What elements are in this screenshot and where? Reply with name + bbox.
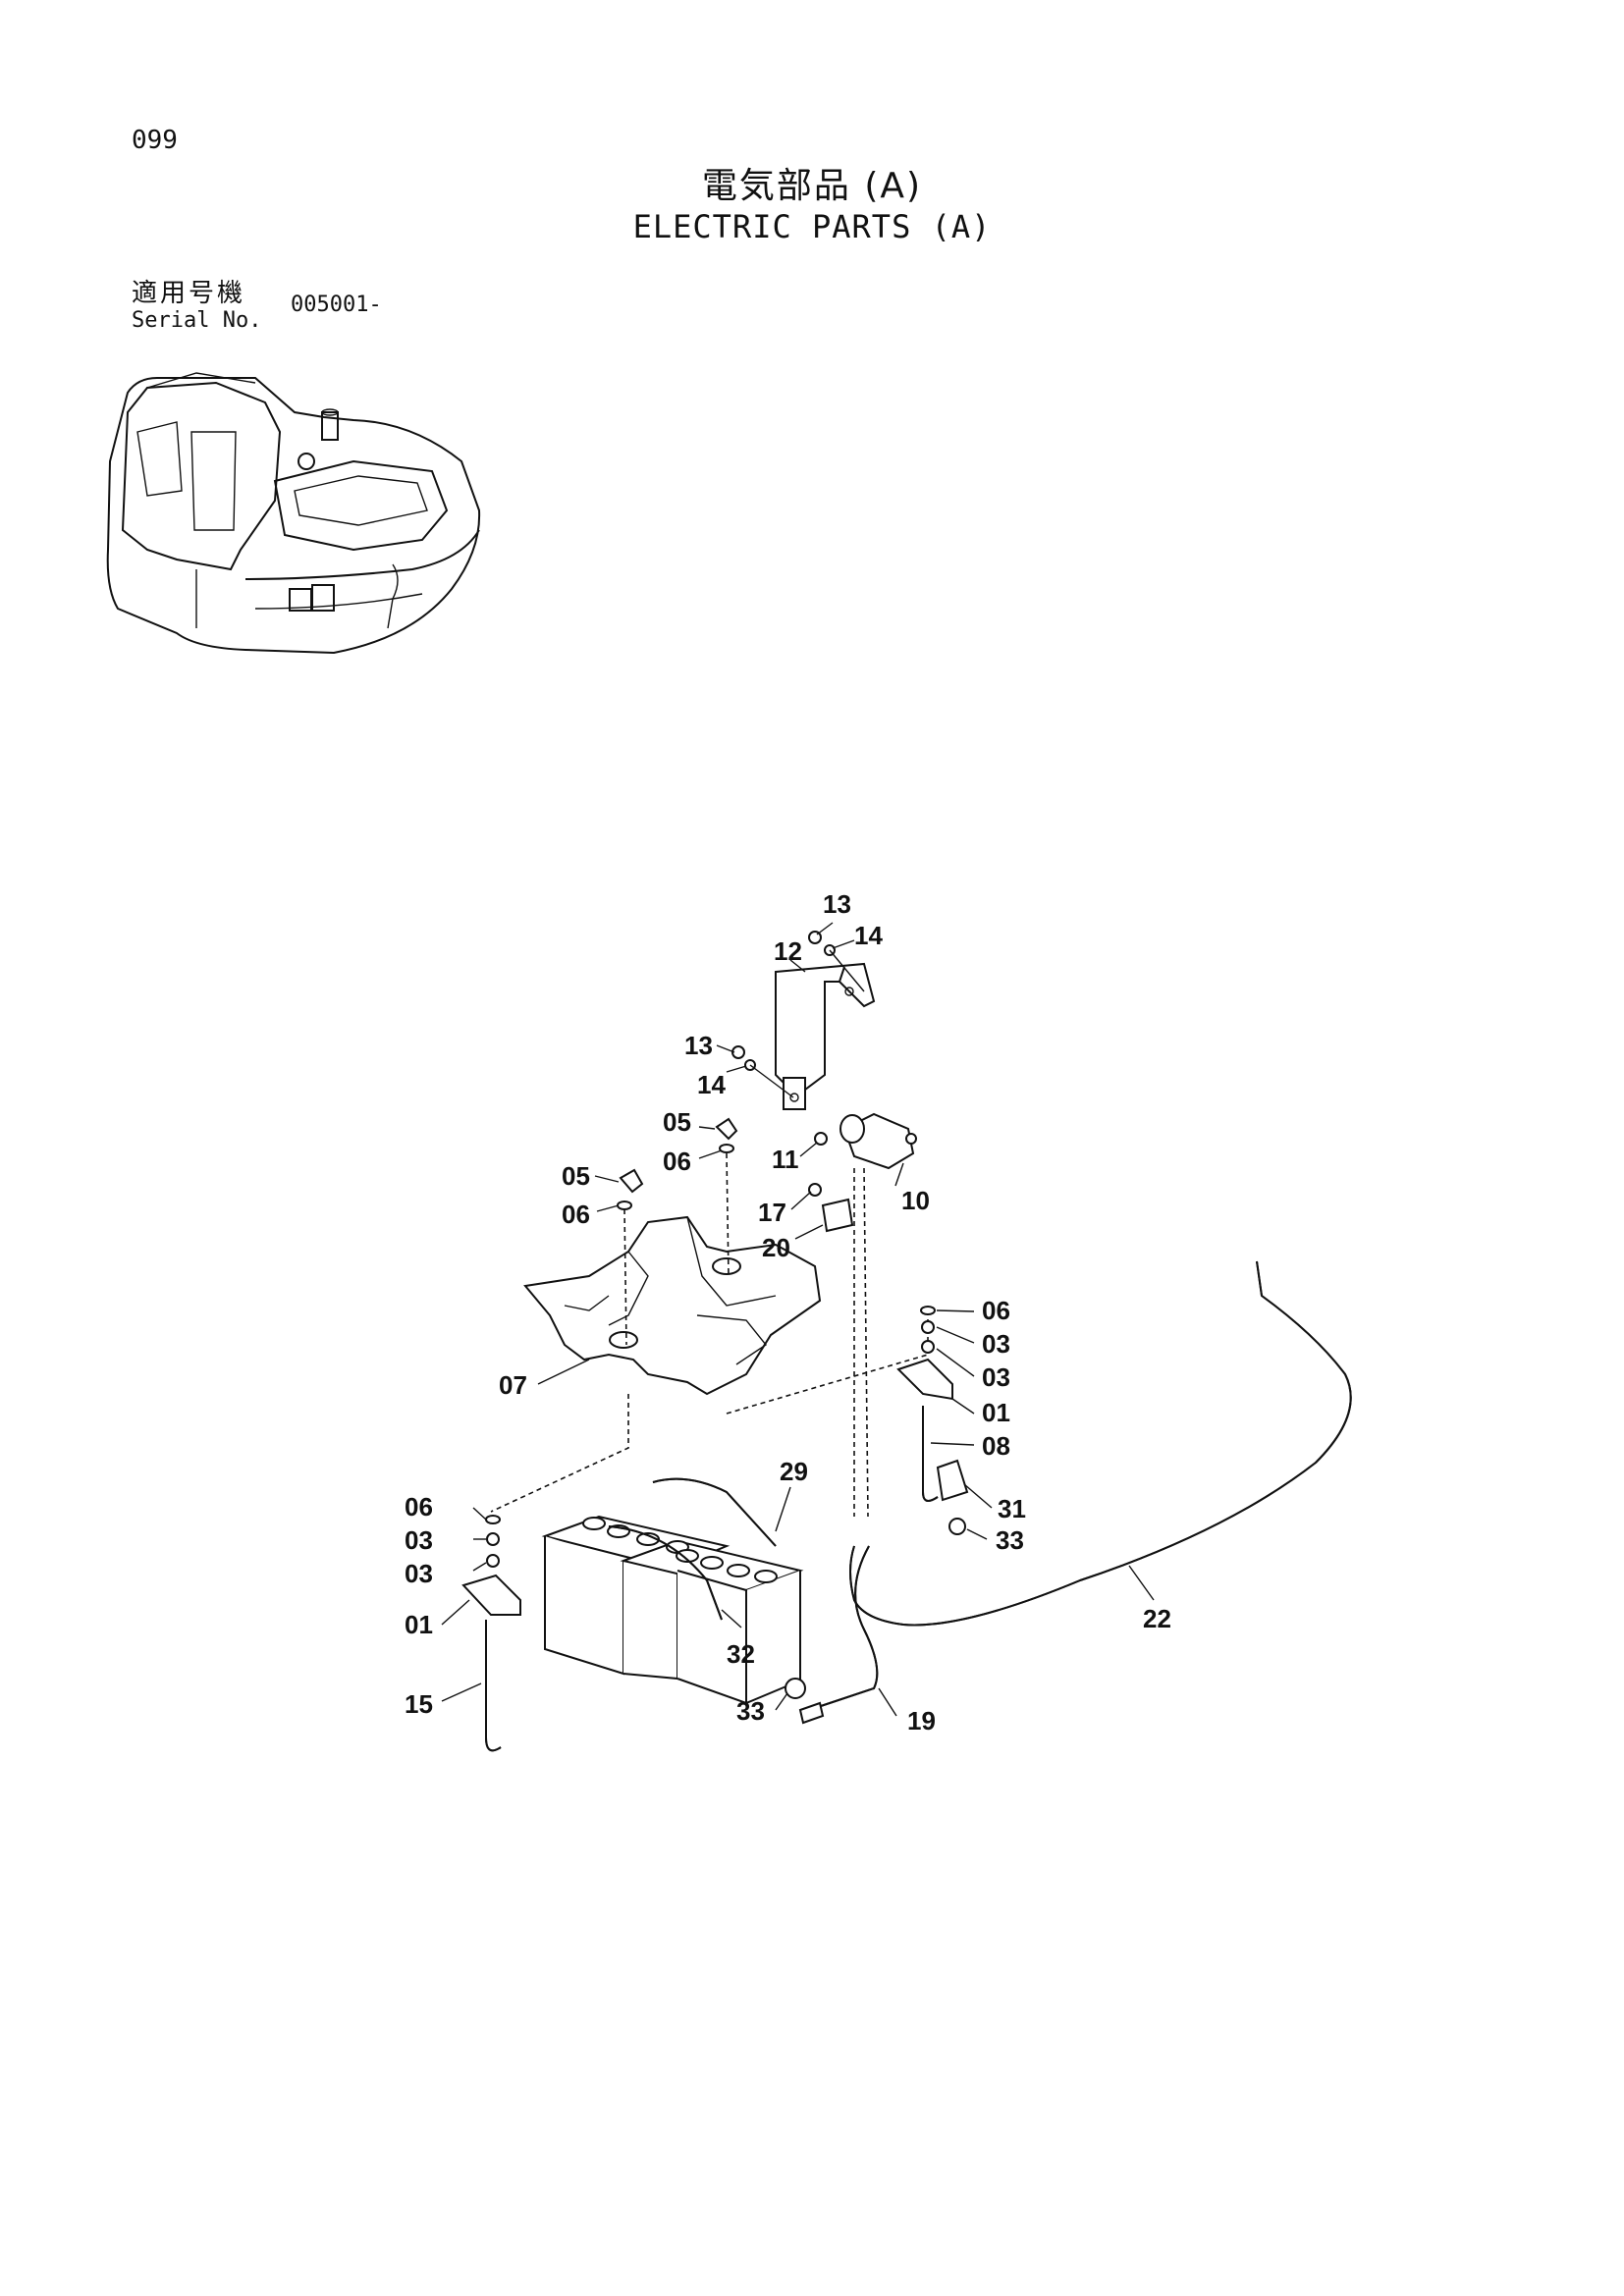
bolt-13-left xyxy=(731,1045,794,1098)
callout-07: 07 xyxy=(499,1370,527,1400)
battery-clamp-left xyxy=(461,1515,521,1752)
battery-holder-part-07 xyxy=(523,1215,822,1396)
callout-14-top: 14 xyxy=(854,921,883,950)
callout-17: 17 xyxy=(758,1198,786,1227)
bracket-part-12 xyxy=(775,962,876,1110)
serial-number-value: 005001- xyxy=(291,293,382,317)
callout-05-lower: 05 xyxy=(562,1161,590,1191)
serial-label-japanese: 適用号機 xyxy=(132,279,246,308)
callout-03-right-1: 03 xyxy=(982,1329,1010,1359)
machine-overview-illustration xyxy=(106,372,481,655)
switch-part-20 xyxy=(808,1183,854,1233)
callout-01-left: 01 xyxy=(405,1610,433,1639)
callout-05-upper: 05 xyxy=(663,1107,691,1137)
callout-leaders xyxy=(441,922,1155,1717)
callout-01-right: 01 xyxy=(982,1398,1010,1427)
cable-part-22 xyxy=(849,1260,1352,1627)
callout-12: 12 xyxy=(774,936,802,966)
callout-03-left-1: 03 xyxy=(405,1525,433,1555)
callout-20: 20 xyxy=(762,1233,790,1262)
callout-22: 22 xyxy=(1143,1604,1171,1633)
page-title-english: ELECTRIC PARTS (A) xyxy=(632,208,992,245)
callout-29: 29 xyxy=(780,1457,808,1486)
callout-labels: 13 14 12 13 14 05 06 05 06 11 10 17 20 0… xyxy=(405,889,1171,1735)
page-number: 099 xyxy=(132,126,178,155)
callout-10: 10 xyxy=(901,1186,930,1215)
callout-31: 31 xyxy=(998,1494,1026,1523)
battery-clamp-right xyxy=(896,1306,969,1535)
callout-19: 19 xyxy=(907,1706,936,1735)
relay-part-10 xyxy=(814,1112,917,1170)
callout-11: 11 xyxy=(772,1145,799,1174)
callout-32: 32 xyxy=(727,1639,755,1669)
callout-33-right: 33 xyxy=(996,1525,1024,1555)
callout-13-top: 13 xyxy=(823,889,851,919)
page-title-japanese: 電気部品 (A) xyxy=(701,166,923,206)
callout-33-bottom: 33 xyxy=(736,1696,765,1726)
callout-14-left: 14 xyxy=(697,1070,726,1099)
callout-06-left: 06 xyxy=(405,1492,433,1522)
callout-06-right: 06 xyxy=(982,1296,1010,1325)
serial-label-english: Serial No. xyxy=(132,308,262,333)
cable-part-19 xyxy=(785,1545,879,1725)
callout-08: 08 xyxy=(982,1431,1010,1461)
callout-13-left: 13 xyxy=(684,1031,713,1060)
callout-03-left-2: 03 xyxy=(405,1559,433,1588)
wing-nut-part-05 xyxy=(617,1117,738,1210)
callout-03-right-2: 03 xyxy=(982,1362,1010,1392)
callout-06-upper: 06 xyxy=(663,1147,691,1176)
callout-15: 15 xyxy=(405,1689,433,1719)
callout-06-lower: 06 xyxy=(562,1200,590,1229)
battery-pair xyxy=(541,1477,804,1705)
